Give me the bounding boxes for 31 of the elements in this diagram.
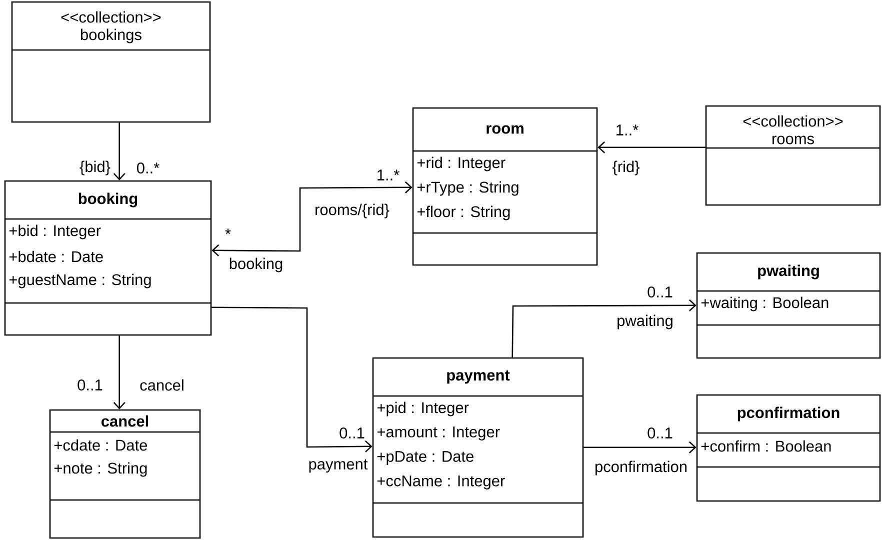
association-arrow — [113, 336, 126, 410]
role-label: cancel — [140, 379, 184, 391]
class-box: cancel +cdate : Date +note : String — [49, 409, 201, 539]
role-label: 0..* — [136, 162, 160, 174]
class-box: <<collection>> rooms — [705, 105, 881, 206]
role-label: 0..1 — [648, 428, 672, 438]
class-box: booking +bid : Integer +bdate : Date +guestName : String — [4, 180, 212, 336]
class-box: payment +pid : Integer +amount : Integer +pDate : Date +ccName : Integer — [372, 357, 584, 538]
role-label: {rid} — [612, 160, 640, 176]
role-label: 0..1 — [340, 428, 364, 438]
role-label: * — [225, 228, 231, 234]
association-arrow — [212, 181, 412, 256]
role-label: {bid} — [80, 160, 110, 176]
association-arrow — [512, 299, 696, 358]
association-arrow — [598, 141, 706, 154]
class-box: pwaiting +waiting : Boolean — [696, 252, 881, 359]
role-label: pwaiting — [618, 314, 672, 330]
association-arrow — [113, 122, 126, 180]
class-box: <<collection>> bookings — [11, 1, 211, 123]
role-label: 0..1 — [648, 286, 672, 298]
class-box: pconfirmation +confirm : Boolean — [696, 394, 881, 502]
association-arrow — [212, 306, 372, 452]
association-arrow — [584, 441, 696, 454]
class-box: room +rid : Integer +rType : String +floor : String — [412, 107, 598, 266]
role-label: payment — [309, 459, 368, 473]
role-label: pconfirmation — [596, 460, 686, 476]
role-label: 1..* — [378, 170, 400, 180]
role-label: 1..* — [616, 124, 638, 136]
role-label: rooms/{rid} — [316, 204, 390, 218]
role-label: 0..1 — [78, 380, 102, 390]
role-label: booking — [230, 258, 282, 272]
